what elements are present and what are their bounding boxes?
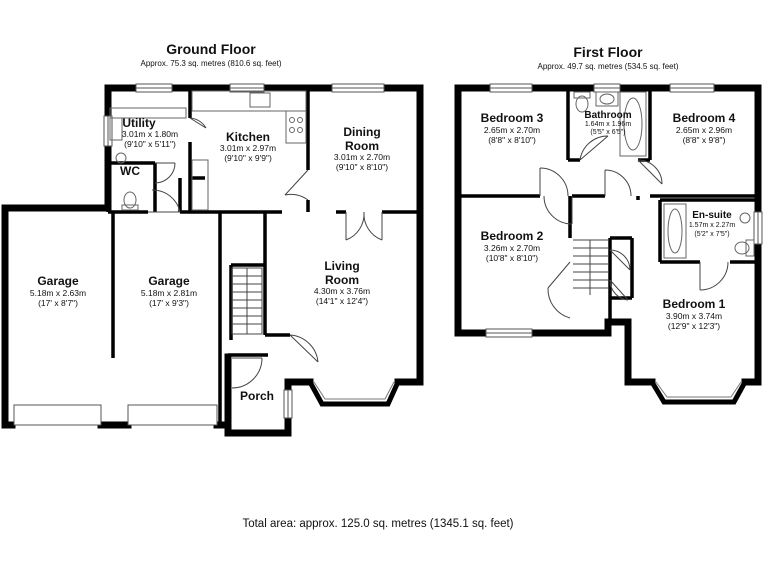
first-floor-stairs bbox=[573, 239, 608, 295]
room-dimensions-metric: 3.01m x 2.70m bbox=[334, 152, 390, 162]
ground-floor-plan: Ground Floor Approx. 75.3 sq. metres (81… bbox=[1, 41, 424, 437]
ground-floor-windows bbox=[103, 83, 385, 419]
room-dimensions-imperial: (9'10" x 9'9") bbox=[224, 153, 272, 163]
room-dimensions-imperial: (10'8" x 8'10") bbox=[486, 253, 538, 263]
room-name: Bedroom 1 bbox=[663, 297, 726, 311]
room-dimensions-metric: 2.65m x 2.70m bbox=[484, 125, 540, 135]
wc-fixtures bbox=[115, 152, 139, 211]
first-floor-doors bbox=[539, 135, 729, 319]
total-area: Total area: approx. 125.0 sq. metres (13… bbox=[242, 518, 513, 530]
room-dimensions-metric: 1.57m x 2.27m bbox=[689, 222, 735, 229]
room-name: WC bbox=[120, 164, 140, 178]
living-room-bay-window bbox=[307, 380, 401, 407]
ground-floor-stairs bbox=[231, 267, 263, 335]
room-dimensions-imperial: (8'8" x 9'8") bbox=[683, 135, 726, 145]
room-name: Kitchen bbox=[226, 130, 270, 144]
first-floor-labels: Bedroom 3 2.65m x 2.70m (8'8" x 8'10") B… bbox=[481, 110, 736, 331]
room-dimensions-imperial: (17' x 9'3") bbox=[149, 298, 189, 308]
room-dimensions-metric: 4.30m x 3.76m bbox=[314, 286, 370, 296]
room-dimensions-metric: 1.64m x 1.96m bbox=[585, 121, 631, 128]
room-dimensions-imperial: (14'1" x 12'4") bbox=[316, 296, 368, 306]
room-name-line2: Room bbox=[345, 139, 379, 153]
room-dimensions-metric: 3.90m x 3.74m bbox=[666, 311, 722, 321]
room-dimensions-imperial: (12'9" x 12'3") bbox=[668, 321, 720, 331]
first-floor-area: Approx. 49.7 sq. metres (534.5 sq. feet) bbox=[538, 62, 679, 71]
room-dimensions-imperial: (5'5" x 6'5") bbox=[590, 129, 625, 136]
garage-doors bbox=[13, 404, 218, 426]
room-name: Dining bbox=[343, 125, 380, 139]
room-dimensions-metric: 3.26m x 2.70m bbox=[484, 243, 540, 253]
room-dimensions-metric: 3.01m x 2.97m bbox=[220, 143, 276, 153]
room-name-line2: Room bbox=[325, 273, 359, 287]
room-dimensions-imperial: (9'10" x 5'11") bbox=[124, 139, 176, 149]
room-name: Living bbox=[324, 259, 359, 273]
room-name: Garage bbox=[148, 274, 190, 288]
ground-floor-internal-walls bbox=[106, 88, 420, 425]
ground-floor-area: Approx. 75.3 sq. metres (810.6 sq. feet) bbox=[141, 59, 282, 68]
room-dimensions-imperial: (9'10" x 8'10") bbox=[336, 162, 388, 172]
kitchen-fixtures bbox=[109, 90, 307, 211]
first-floor-windows bbox=[485, 83, 763, 338]
ground-floor-doors bbox=[148, 117, 383, 389]
room-dimensions-imperial: (5'2" x 7'5") bbox=[694, 231, 729, 238]
bedroom-1-bay-window bbox=[649, 380, 748, 405]
ground-floor-title: Ground Floor bbox=[166, 41, 256, 57]
bathroom-fixtures bbox=[573, 91, 755, 259]
room-name: Bedroom 2 bbox=[481, 229, 544, 243]
first-floor-plan: First Floor Approx. 49.7 sq. metres (534… bbox=[454, 44, 763, 405]
ground-floor-labels: Utility 3.01m x 1.80m (9'10" x 5'11") Ki… bbox=[30, 116, 390, 403]
room-name: En-suite bbox=[692, 210, 732, 221]
room-name: Bathroom bbox=[584, 110, 631, 121]
room-dimensions-metric: 3.01m x 1.80m bbox=[122, 129, 178, 139]
room-name: Porch bbox=[240, 389, 274, 403]
room-name: Garage bbox=[37, 274, 79, 288]
room-dimensions-metric: 2.65m x 2.96m bbox=[676, 125, 732, 135]
room-dimensions-metric: 5.18m x 2.63m bbox=[30, 288, 86, 298]
first-floor-title: First Floor bbox=[573, 44, 643, 60]
room-dimensions-imperial: (17' x 8'7") bbox=[38, 298, 78, 308]
room-dimensions-imperial: (8'8" x 8'10") bbox=[488, 135, 536, 145]
room-name: Bedroom 4 bbox=[673, 111, 736, 125]
room-name: Utility bbox=[122, 116, 156, 130]
room-name: Bedroom 3 bbox=[481, 111, 544, 125]
room-dimensions-metric: 5.18m x 2.81m bbox=[141, 288, 197, 298]
